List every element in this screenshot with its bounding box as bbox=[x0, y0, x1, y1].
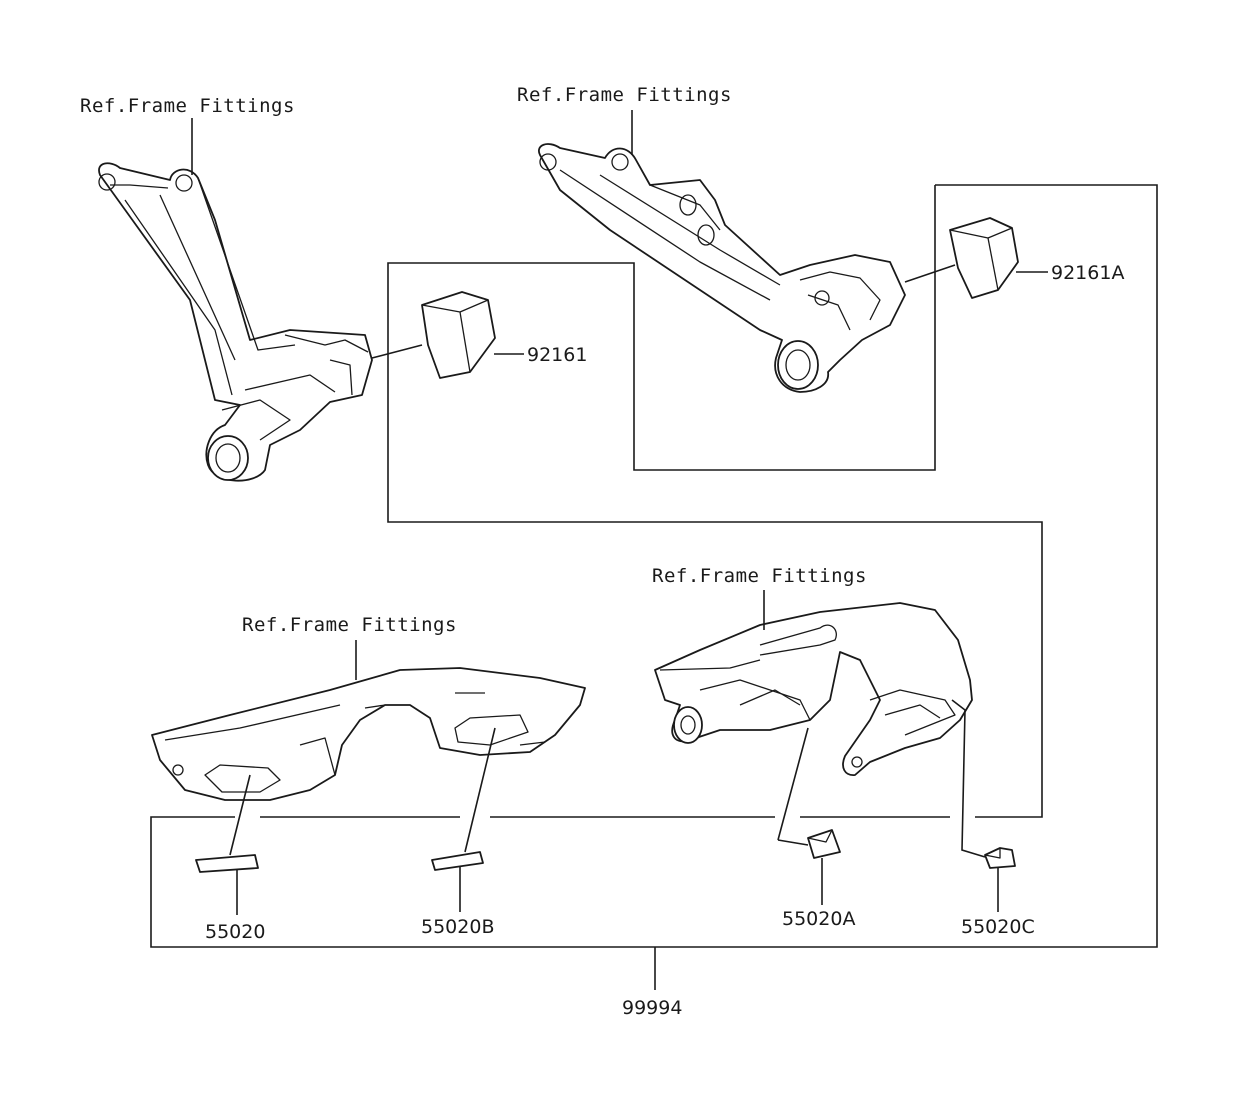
clip-55020 bbox=[195, 854, 259, 873]
kit-bracket-99994 bbox=[150, 184, 1158, 990]
leader-55020C-a bbox=[951, 699, 986, 858]
cap-92161 bbox=[421, 291, 496, 379]
leader-55020B-a bbox=[464, 727, 496, 853]
part-number-55020B: 55020B bbox=[421, 916, 494, 938]
part-number-55020C: 55020C bbox=[961, 916, 1035, 938]
cap-92161A bbox=[949, 217, 1019, 299]
clip-55020A bbox=[807, 829, 841, 859]
part-number-92161: 92161 bbox=[527, 344, 587, 366]
ref-frame-label-3: Ref.Frame Fittings bbox=[242, 614, 457, 636]
leader-92161-a bbox=[371, 344, 423, 359]
ref-frame-label-1: Ref.Frame Fittings bbox=[80, 95, 295, 117]
footpeg-bracket-right bbox=[538, 143, 906, 393]
leader-55020-a bbox=[229, 774, 251, 856]
heel-guard-right bbox=[654, 602, 973, 776]
part-number-55020: 55020 bbox=[205, 921, 265, 943]
ref-frame-label-4: Ref.Frame Fittings bbox=[652, 565, 867, 587]
clip-55020C bbox=[984, 847, 1016, 869]
part-number-99994: 99994 bbox=[622, 997, 682, 1019]
leader-55020A-a bbox=[777, 727, 809, 841]
clip-55020B bbox=[431, 851, 484, 871]
heel-guard-left bbox=[151, 667, 586, 801]
leader-92161A-a bbox=[904, 264, 956, 283]
part-number-92161A: 92161A bbox=[1051, 262, 1124, 284]
part-number-55020A: 55020A bbox=[782, 908, 855, 930]
ref-frame-label-2: Ref.Frame Fittings bbox=[517, 84, 732, 106]
leader-55020A-b bbox=[777, 839, 809, 846]
footpeg-bracket-left bbox=[98, 162, 373, 482]
